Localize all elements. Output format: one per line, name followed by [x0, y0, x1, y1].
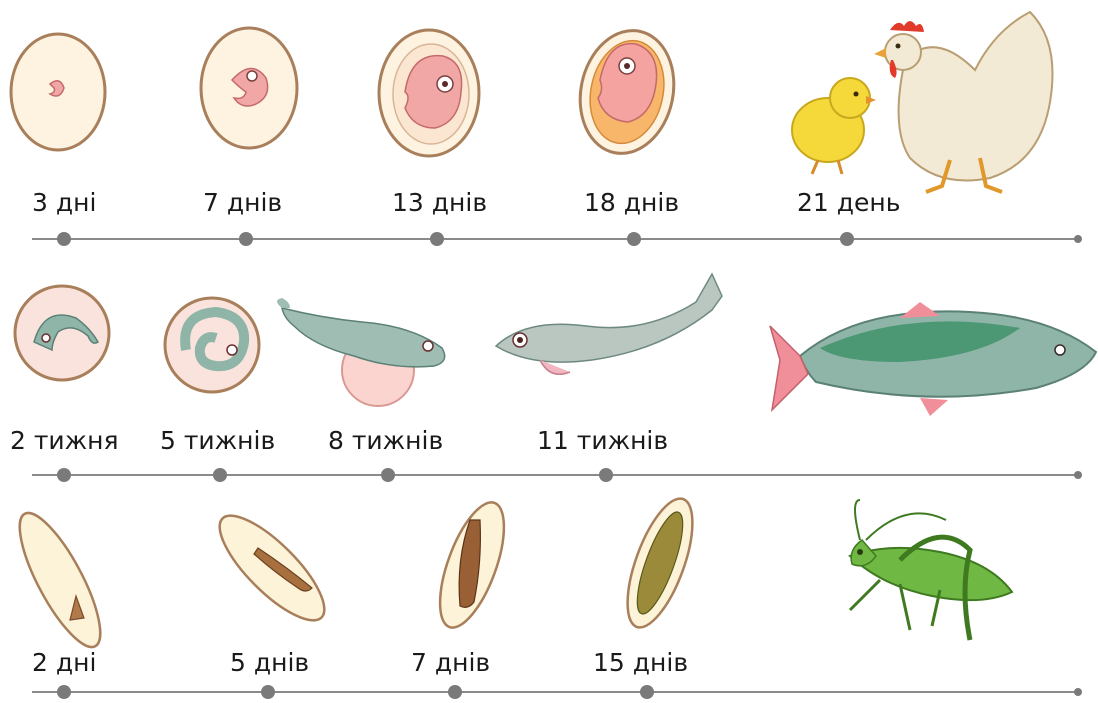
timeline-dot — [840, 232, 854, 246]
stage-label-fish-3: 8 тижнів — [328, 428, 443, 453]
stage-label-chicken-4: 18 днів — [584, 190, 679, 215]
timeline-end-dot — [1074, 688, 1082, 696]
timeline-dot — [640, 685, 654, 699]
timeline-dot — [239, 232, 253, 246]
stage-label-fish-4: 11 тижнів — [537, 428, 668, 453]
timeline-dot — [381, 468, 395, 482]
stage-label-grasshopper-3: 7 днів — [411, 650, 490, 675]
timeline-dot — [213, 468, 227, 482]
timeline-dot — [448, 685, 462, 699]
timeline-dot — [261, 685, 275, 699]
timeline-dot — [57, 468, 71, 482]
timeline-dot — [599, 468, 613, 482]
stage-label-chicken-2: 7 днів — [203, 190, 282, 215]
stage-label-fish-2: 5 тижнів — [160, 428, 275, 453]
timeline-dot — [57, 685, 71, 699]
timeline-end-dot — [1074, 471, 1082, 479]
stage-label-grasshopper-4: 15 днів — [593, 650, 688, 675]
timeline-end-dot — [1074, 235, 1082, 243]
timeline-dot — [430, 232, 444, 246]
stage-label-grasshopper-1: 2 дні — [32, 650, 96, 675]
timeline-dot — [627, 232, 641, 246]
timeline-dot — [57, 232, 71, 246]
stage-label-chicken-5: 21 день — [797, 190, 901, 215]
stage-label-fish-1: 2 тижня — [10, 428, 119, 453]
stage-label-chicken-3: 13 днів — [392, 190, 487, 215]
stage-label-grasshopper-2: 5 днів — [230, 650, 309, 675]
stage-label-chicken-1: 3 дні — [32, 190, 96, 215]
